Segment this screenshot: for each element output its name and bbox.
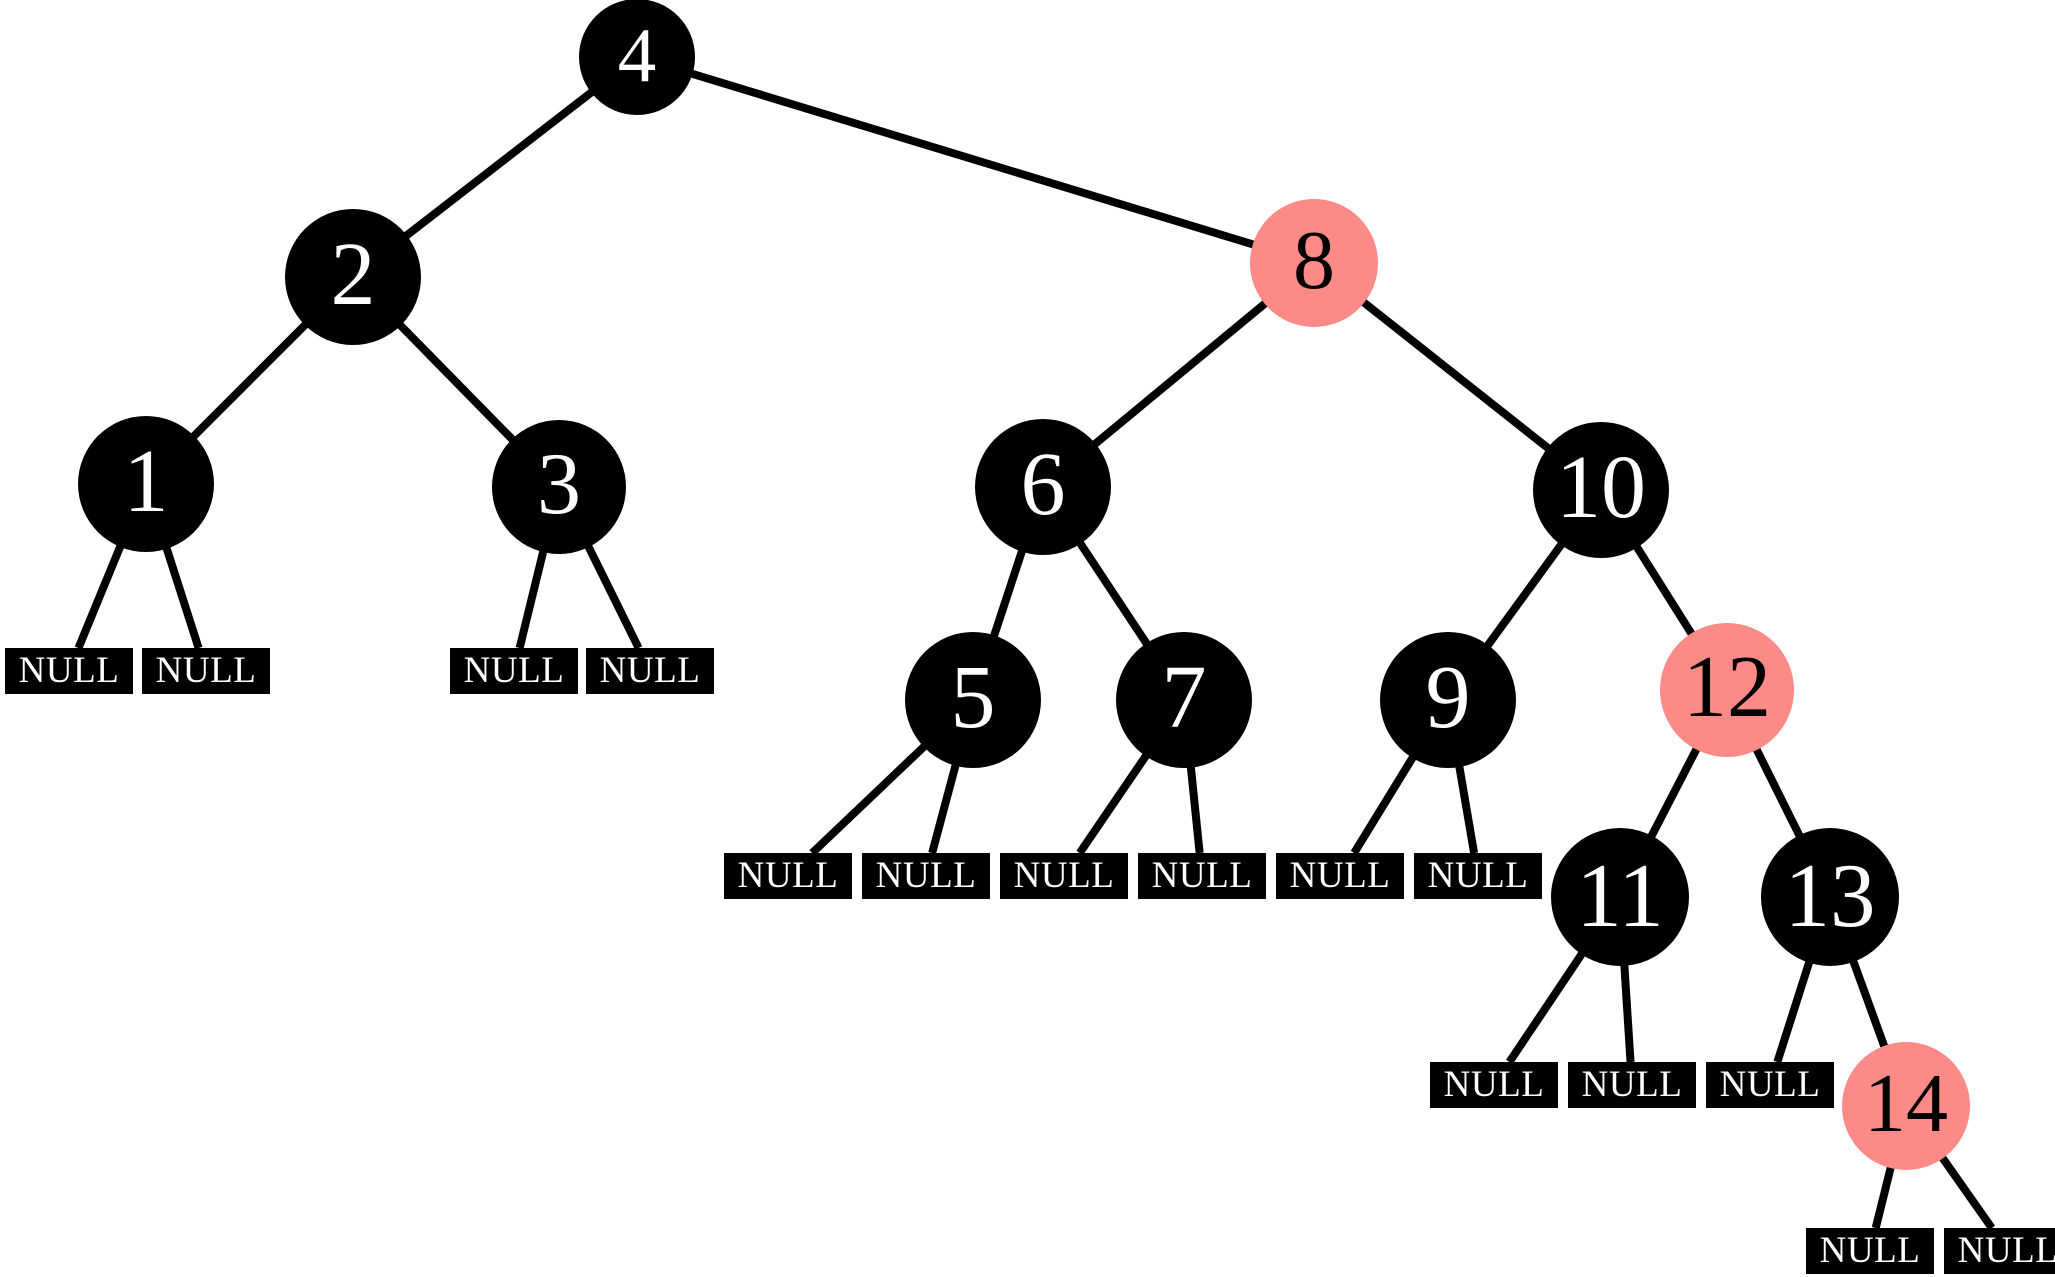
tree-node-14: 14 bbox=[1842, 1042, 1970, 1170]
null-leaf-label: NULL bbox=[1819, 1229, 1921, 1271]
null-leaf: NULL bbox=[1806, 1228, 1934, 1274]
tree-node-4: 4 bbox=[579, 0, 695, 115]
null-leaf: NULL bbox=[862, 853, 990, 899]
tree-edge bbox=[1186, 765, 1204, 854]
tree-edge bbox=[162, 545, 203, 650]
tree-node-label: 8 bbox=[1293, 214, 1335, 307]
tree-edge bbox=[1076, 539, 1151, 648]
null-leaf: NULL bbox=[1000, 853, 1128, 899]
null-leaf-label: NULL bbox=[599, 649, 701, 691]
tree-node-label: 1 bbox=[123, 432, 169, 531]
tree-node-label: 6 bbox=[1020, 435, 1066, 534]
null-leaf: NULL bbox=[1944, 1228, 2055, 1274]
null-leaf: NULL bbox=[586, 648, 714, 694]
tree-node-label: 4 bbox=[617, 11, 657, 98]
null-leaf-label: NULL bbox=[1719, 1063, 1821, 1105]
null-leaf-label: NULL bbox=[737, 854, 839, 896]
tree-edge bbox=[1647, 745, 1701, 840]
null-leaf-label: NULL bbox=[1151, 854, 1253, 896]
tree-edge bbox=[1483, 540, 1566, 650]
tree-edge bbox=[1938, 1154, 1996, 1231]
null-leaf-label: NULL bbox=[875, 854, 977, 896]
tree-node-label: 5 bbox=[950, 648, 996, 747]
tree-edge bbox=[989, 548, 1027, 639]
tree-edge bbox=[1849, 958, 1889, 1050]
tree-edge bbox=[1871, 1165, 1895, 1229]
tree-node-label: 11 bbox=[1576, 844, 1664, 946]
tree-edge bbox=[928, 762, 960, 855]
tree-edge bbox=[1506, 950, 1587, 1065]
tree-edge bbox=[1360, 298, 1552, 453]
tree-node-label: 9 bbox=[1425, 648, 1471, 747]
null-leaf: NULL bbox=[1706, 1062, 1834, 1108]
tree-node-2: 2 bbox=[285, 209, 421, 345]
null-leaf: NULL bbox=[1276, 853, 1404, 899]
null-leaf-label: NULL bbox=[1581, 1063, 1683, 1105]
tree-edge bbox=[1350, 754, 1417, 856]
tree-edge bbox=[1752, 746, 1804, 839]
tree-edge bbox=[689, 69, 1256, 249]
tree-node-label: 14 bbox=[1864, 1057, 1948, 1150]
tree-edge bbox=[1076, 752, 1151, 856]
null-leaf-label: NULL bbox=[1443, 1063, 1545, 1105]
tree-node-8: 8 bbox=[1250, 199, 1378, 327]
tree-edge bbox=[1632, 543, 1696, 638]
tree-edge bbox=[402, 88, 596, 240]
null-leaf-label: NULL bbox=[1957, 1229, 2055, 1271]
tree-node-13: 13 bbox=[1761, 828, 1899, 966]
tree-edge bbox=[74, 543, 125, 650]
tree-node-label: 10 bbox=[1556, 438, 1646, 537]
null-leaf: NULL bbox=[1430, 1062, 1558, 1108]
null-leaf: NULL bbox=[142, 648, 270, 694]
tree-node-label: 7 bbox=[1161, 648, 1207, 747]
null-leaf-label: NULL bbox=[1289, 854, 1391, 896]
tree-node-7: 7 bbox=[1116, 632, 1252, 768]
null-leaf-label: NULL bbox=[463, 649, 565, 691]
tree-node-9: 9 bbox=[1380, 632, 1516, 768]
tree-edge bbox=[1773, 959, 1814, 1064]
tree-node-label: 12 bbox=[1683, 639, 1771, 736]
null-leaf: NULL bbox=[5, 648, 133, 694]
tree-node-label: 13 bbox=[1784, 844, 1876, 946]
tree-node-6: 6 bbox=[975, 419, 1111, 555]
tree-edge bbox=[1455, 764, 1479, 854]
tree-node-3: 3 bbox=[492, 420, 626, 554]
tree-edge bbox=[189, 320, 310, 441]
null-leaf: NULL bbox=[724, 853, 852, 899]
tree-edge bbox=[1620, 963, 1635, 1063]
tree-node-11: 11 bbox=[1551, 828, 1689, 966]
tree-node-12: 12 bbox=[1660, 623, 1794, 757]
tree-node-1: 1 bbox=[78, 416, 214, 552]
null-leaf: NULL bbox=[450, 648, 578, 694]
tree-edge bbox=[396, 321, 517, 444]
null-leaf-label: NULL bbox=[155, 649, 257, 691]
null-leaf-label: NULL bbox=[1013, 854, 1115, 896]
null-leaf: NULL bbox=[1138, 853, 1266, 899]
null-leaf-label: NULL bbox=[1427, 854, 1529, 896]
tree-edge bbox=[515, 549, 548, 649]
tree-edge bbox=[809, 742, 928, 856]
null-leaf-label: NULL bbox=[18, 649, 120, 691]
tree-edge bbox=[584, 543, 643, 650]
tree-node-label: 2 bbox=[330, 225, 376, 324]
null-leaf: NULL bbox=[1414, 853, 1542, 899]
tree-node-label: 3 bbox=[537, 436, 581, 533]
tree-edge bbox=[1091, 299, 1269, 449]
null-leaf: NULL bbox=[1568, 1062, 1696, 1108]
tree-node-10: 10 bbox=[1533, 422, 1669, 558]
tree-node-5: 5 bbox=[905, 632, 1041, 768]
